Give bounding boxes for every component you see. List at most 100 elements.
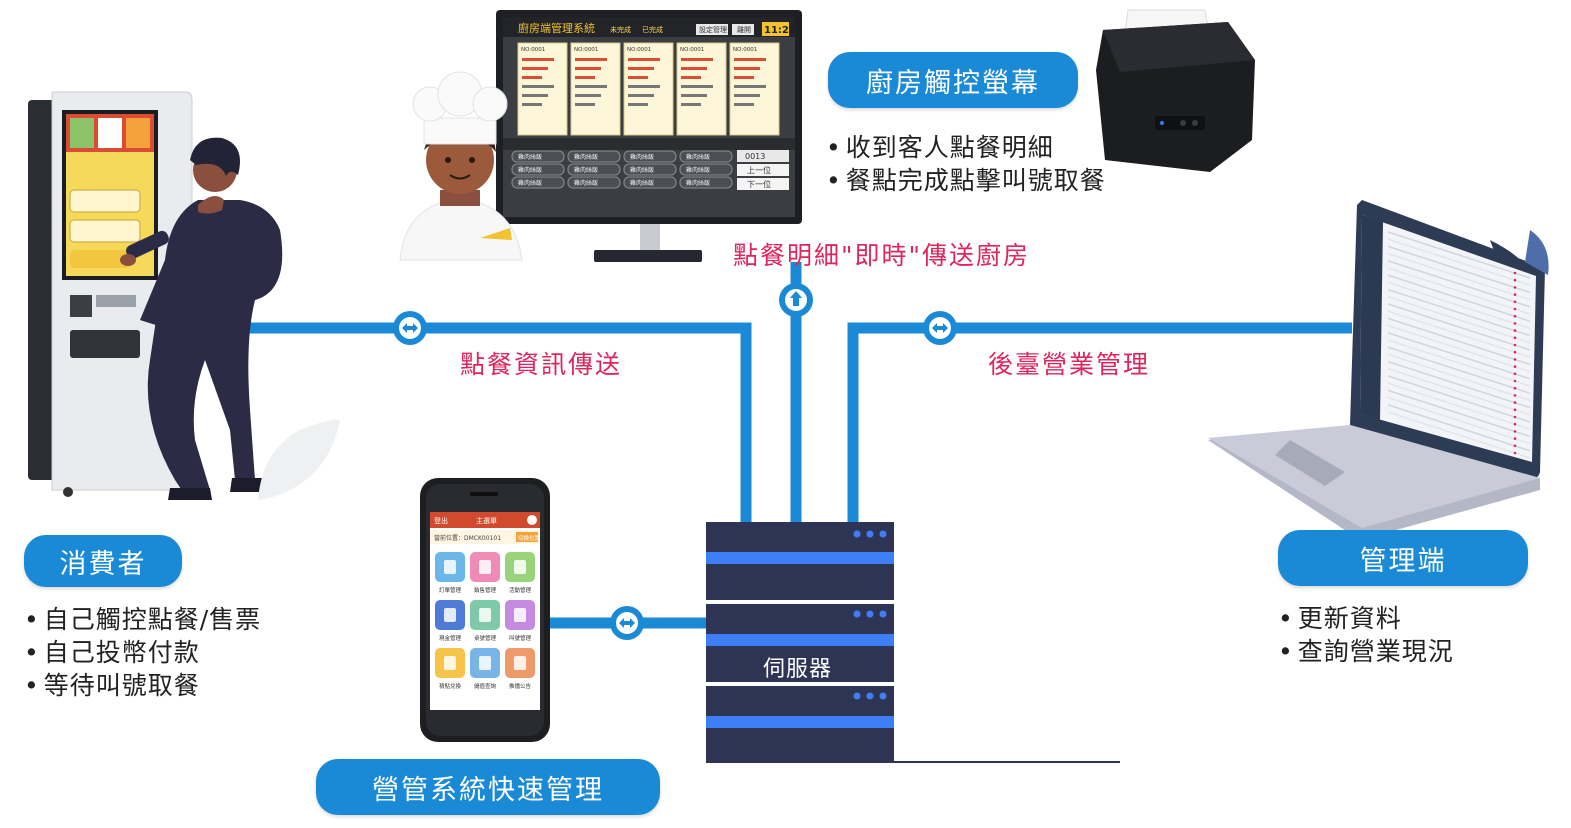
kds-order-line <box>734 76 754 79</box>
smartphone-icon: 登出 主選單 當前位置：DMCK00101 切換位置 訂單管理銷售管理活動管理現… <box>420 478 550 742</box>
kds-queue-item <box>567 163 621 176</box>
kds-order-line <box>575 85 607 88</box>
person-icon <box>120 137 283 500</box>
kitchen-title-pill: 廚房觸控螢幕 <box>828 52 1078 108</box>
kds-queue-item <box>623 176 677 189</box>
laptop-row-mark <box>1513 278 1517 282</box>
laptop-row <box>1387 267 1531 315</box>
kds-off-button: 離開 <box>737 25 751 34</box>
laptop-row-mark <box>1513 322 1517 325</box>
admin-bullet: 查詢營業現況 <box>1278 635 1454 668</box>
kds-order-number: NO:0001 <box>521 47 545 53</box>
consumer-title-pill: 消費者 <box>24 535 182 587</box>
phone-app-label: 銷售管理 <box>474 586 497 594</box>
kds-status-incomplete: 未完成 <box>610 25 631 34</box>
kds-queue-item <box>567 176 621 189</box>
kds-order-line <box>575 76 595 79</box>
laptop-row <box>1387 260 1531 308</box>
kds-order-line <box>575 94 601 97</box>
kds-order-line <box>628 85 660 88</box>
phone-app-glyph <box>444 656 456 670</box>
phone-app-label: 儲值查詢 <box>474 682 497 690</box>
chef-icon <box>399 71 523 261</box>
phone-header-left: 登出 <box>434 516 448 525</box>
kds-order-line <box>734 103 754 106</box>
kds-prev-button: 上一位 <box>747 165 771 175</box>
laptop-row-mark <box>1513 365 1517 368</box>
laptop-row <box>1387 404 1531 452</box>
kds-order-card <box>729 42 780 136</box>
kds-order-card <box>676 42 727 136</box>
realtime-kitchen-label: 點餐明細"即時"傳送廚房 <box>733 241 1030 270</box>
kds-queue-item-label: 雞肉絲飯 <box>518 179 542 187</box>
phone-app-glyph <box>514 608 526 622</box>
admin-bullet: 更新資料 <box>1278 602 1454 635</box>
phone-app-glyph <box>479 608 491 622</box>
laptop-row-mark <box>1513 300 1517 304</box>
laptop-row <box>1387 324 1531 373</box>
bidirectional-arrow-icon <box>393 311 427 345</box>
kds-queue-item <box>511 176 565 189</box>
kds-order-card <box>623 42 674 136</box>
kds-status-done: 已完成 <box>642 25 663 34</box>
laptop-row <box>1387 245 1531 294</box>
consumer-title: 消費者 <box>59 548 147 580</box>
kds-order-line <box>628 76 648 79</box>
laptop-row-mark <box>1513 307 1517 311</box>
server-rack-icon <box>706 522 1120 763</box>
phone-app-glyph <box>444 560 456 574</box>
kds-order-number: NO:0001 <box>627 47 651 53</box>
kds-queue-item <box>623 150 677 163</box>
consumer-bullet: 自己投幣付款 <box>24 636 261 669</box>
laptop-row-mark <box>1513 343 1517 347</box>
kds-order-line <box>734 58 766 61</box>
phone-app-glyph <box>514 560 526 574</box>
laptop-row <box>1387 353 1531 402</box>
laptop-row <box>1387 296 1531 344</box>
kds-queue-item <box>679 163 733 176</box>
kitchen-bullet: 餐點完成點擊叫號取餐 <box>826 164 1106 197</box>
server-label: 伺服器 <box>763 657 833 682</box>
kds-order-line <box>628 103 648 106</box>
phone-app-label: 桌號管理 <box>474 634 497 642</box>
laptop-row <box>1387 274 1531 322</box>
phone-switch-button: 切換位置 <box>518 534 541 542</box>
phone-header-title: 主選單 <box>476 516 497 525</box>
kds-serving-number: 0013 <box>745 152 765 161</box>
phone-app-label: 訂單管理 <box>439 586 462 594</box>
laptop-row-mark <box>1513 444 1517 448</box>
kds-order-line <box>681 85 713 88</box>
phone-app-label: 叫號管理 <box>509 634 532 642</box>
kds-time: 11:29 <box>764 25 796 36</box>
laptop-row-mark <box>1513 350 1517 354</box>
laptop-row <box>1387 310 1531 358</box>
laptop-row-mark <box>1513 336 1517 340</box>
laptop-row-mark <box>1513 271 1517 275</box>
kds-order-line <box>575 58 607 61</box>
kds-queue-item-label: 雞肉絲飯 <box>574 179 598 187</box>
kds-queue-item-label: 雞肉絲飯 <box>574 153 598 161</box>
kds-queue-item-label: 雞肉絲飯 <box>686 166 710 174</box>
kds-order-number: NO:0001 <box>680 47 704 53</box>
laptop-row-mark <box>1513 286 1517 289</box>
laptop-row <box>1387 317 1531 366</box>
kds-order-line <box>522 85 554 88</box>
laptop-row <box>1387 389 1531 438</box>
laptop-row <box>1387 281 1531 330</box>
consumer-bullet: 等待叫號取餐 <box>24 669 261 702</box>
phone-app-grid: 訂單管理銷售管理活動管理現金管理桌號管理叫號管理積點兌換儲值查詢推播公告 <box>435 552 535 690</box>
kds-order-line <box>522 67 548 70</box>
up-arrow-icon <box>779 283 813 317</box>
kds-order-line <box>628 58 660 61</box>
laptop-screen-rows <box>1387 231 1531 459</box>
laptop-row-mark <box>1513 293 1517 296</box>
line-admin-server <box>847 322 1352 522</box>
kds-order-line <box>628 94 654 97</box>
kds-queue-item <box>679 150 733 163</box>
kds-queue-item-label: 雞肉絲飯 <box>630 179 654 187</box>
kds-order-line <box>522 94 548 97</box>
kds-order-card <box>517 42 568 136</box>
laptop-row-mark <box>1513 430 1517 433</box>
